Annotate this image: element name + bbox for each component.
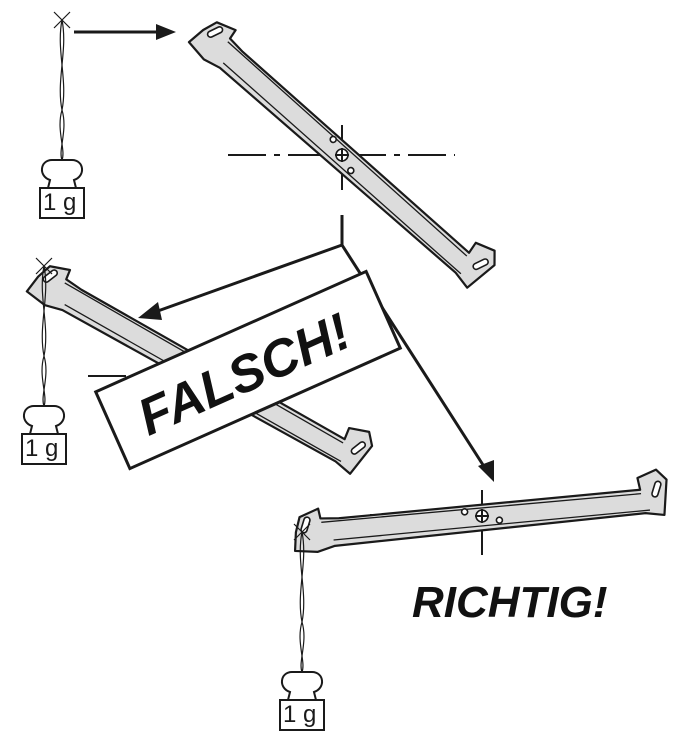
weight-icon: [39, 11, 85, 219]
weight-correct: 1 g: [279, 523, 325, 731]
weight-label-correct: 1 g: [283, 701, 316, 728]
correct-label: RICHTIG!: [412, 578, 608, 627]
weight-label-top: 1 g: [43, 189, 76, 216]
weight-top: 1 g: [39, 11, 85, 219]
blade-correct: [285, 429, 676, 599]
arrow-weight-to-blade: [74, 24, 176, 40]
weight-wrong: 1 g: [21, 257, 67, 465]
weight-label-wrong: 1 g: [25, 435, 58, 462]
weight-icon: [279, 523, 325, 731]
arrow-icon: [156, 24, 176, 40]
blade-top: [161, 11, 524, 295]
